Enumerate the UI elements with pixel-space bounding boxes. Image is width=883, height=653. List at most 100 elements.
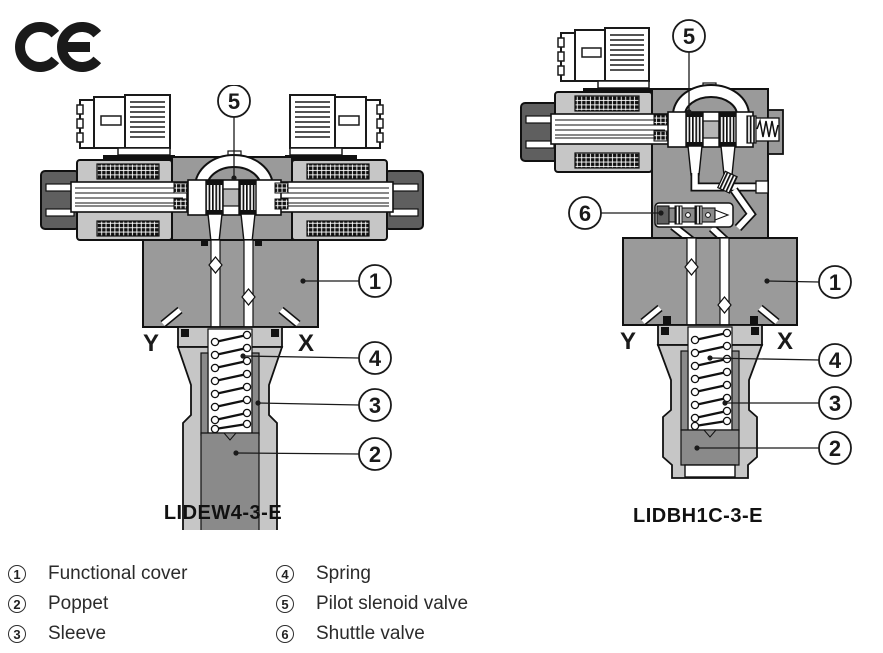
pilot-spool xyxy=(187,179,282,216)
legend-label-poppet: Poppet xyxy=(48,593,109,614)
legend-label-shuttle-valve: Shuttle valve xyxy=(316,623,425,644)
svg-text:1: 1 xyxy=(369,269,381,294)
functional-cover xyxy=(142,239,319,328)
diagram-lidew4-3-e: 5 1 4 3 2 Y X xyxy=(40,85,424,530)
legend-num-3: 3 xyxy=(8,625,26,643)
callout-spring: 4 xyxy=(707,343,852,377)
left-coil-winding-top xyxy=(96,163,160,180)
spool-land-right xyxy=(238,180,257,215)
callout-poppet: 2 xyxy=(694,431,852,465)
legend-label-spring: Spring xyxy=(316,563,371,584)
legend-label-functional-cover: Functional cover xyxy=(48,563,188,584)
svg-text:2: 2 xyxy=(369,442,381,467)
poppet xyxy=(200,352,260,530)
legend-num-1: 1 xyxy=(8,565,26,583)
connector-fins xyxy=(295,101,330,138)
legend-label-sleeve: Sleeve xyxy=(48,623,107,644)
port-label-y: Y xyxy=(620,328,636,355)
right-armature-tube xyxy=(276,181,394,213)
channel-bulge xyxy=(717,296,732,314)
legend-item-functional-cover: 1 Functional cover xyxy=(8,562,187,586)
legend-num-5: 5 xyxy=(276,595,294,613)
legend-item-sleeve: 3 Sleeve xyxy=(8,622,106,646)
port-label-x: X xyxy=(298,330,314,357)
right-coil-winding-bottom xyxy=(306,220,370,237)
legend-item-shuttle-valve: 6 Shuttle valve xyxy=(276,622,425,646)
svg-text:5: 5 xyxy=(228,89,240,114)
armature-tube xyxy=(550,113,670,145)
cover-channel-left xyxy=(210,239,221,328)
ce-logo xyxy=(15,22,102,72)
spring xyxy=(210,330,252,434)
cover-channel-right xyxy=(243,239,254,328)
ce-letter-c xyxy=(15,22,60,72)
svg-text:4: 4 xyxy=(369,346,382,371)
callout-functional-cover: 1 xyxy=(300,264,392,298)
poppet xyxy=(680,350,740,478)
spool-return-spring xyxy=(746,115,780,144)
left-coil-winding-bottom xyxy=(96,220,160,237)
legend-num-2: 2 xyxy=(8,595,26,613)
spool-land-right xyxy=(718,112,737,147)
pilot-channels xyxy=(670,145,769,245)
spool-seals xyxy=(173,182,289,210)
pilot-solenoid-valve xyxy=(520,82,784,245)
spool-land-left xyxy=(685,112,704,147)
cover-channel-left xyxy=(686,237,697,326)
svg-text:2: 2 xyxy=(829,436,841,461)
pilot-spool xyxy=(667,111,754,148)
coil-nut xyxy=(520,102,560,162)
legend-label-pilot-solenoid-valve: Pilot slenoid valve xyxy=(316,593,469,614)
connector-fins xyxy=(130,101,165,138)
shuttle-valve xyxy=(654,202,734,228)
left-solenoid-connector xyxy=(76,94,175,166)
legend-item-pilot-solenoid-valve: 5 Pilot slenoid valve xyxy=(276,592,468,616)
coil-winding-bottom xyxy=(574,152,640,169)
legend-item-spring: 4 Spring xyxy=(276,562,371,586)
solenoid-connector xyxy=(557,27,651,98)
callout-pilot-valve: 5 xyxy=(672,19,706,115)
arch-channel xyxy=(674,86,748,137)
caption-lidew4-3-e: LIDEW4-3-E xyxy=(164,502,282,524)
svg-text:1: 1 xyxy=(829,270,841,295)
spool-seals xyxy=(653,114,668,142)
pilot-solenoid-valve xyxy=(40,150,424,243)
callout-spring: 4 xyxy=(240,341,392,375)
svg-text:3: 3 xyxy=(829,391,841,416)
functional-cover xyxy=(622,237,798,326)
cartridge xyxy=(656,324,764,479)
spring xyxy=(690,328,732,431)
svg-text:3: 3 xyxy=(369,393,381,418)
pilot-channels xyxy=(207,213,256,243)
svg-text:6: 6 xyxy=(579,201,591,226)
left-coil-nut xyxy=(40,170,80,230)
svg-text:4: 4 xyxy=(829,348,842,373)
coil-winding-top xyxy=(574,95,640,112)
spool-land-left xyxy=(205,180,224,215)
caption-lidbh1c-3-e: LIDBH1C-3-E xyxy=(633,505,763,527)
diagram-lidbh1c-3-e: 5 6 1 4 3 xyxy=(520,19,852,527)
side-port xyxy=(755,180,769,194)
right-solenoid-connector xyxy=(285,94,384,166)
callout-sleeve: 3 xyxy=(255,388,392,422)
legend-num-4: 4 xyxy=(276,565,294,583)
callout-sleeve: 3 xyxy=(722,386,852,420)
port-label-y: Y xyxy=(143,330,159,357)
callout-poppet: 2 xyxy=(233,437,392,471)
svg-text:5: 5 xyxy=(683,24,695,49)
callout-shuttle-valve: 6 xyxy=(568,196,664,230)
channel-plug xyxy=(716,170,738,194)
right-coil-winding-top xyxy=(306,163,370,180)
port-label-x: X xyxy=(777,328,793,355)
connector-fins xyxy=(610,34,644,71)
channel-bulge xyxy=(241,288,256,306)
callout-pilot-valve: 5 xyxy=(217,85,251,181)
legend-item-poppet: 2 Poppet xyxy=(8,592,108,616)
left-armature-tube xyxy=(70,181,188,213)
callout-functional-cover: 1 xyxy=(764,265,852,299)
channel-bulge xyxy=(684,258,699,276)
channel-bulge xyxy=(208,256,223,274)
cartridge xyxy=(176,326,284,530)
legend-num-6: 6 xyxy=(276,625,294,643)
